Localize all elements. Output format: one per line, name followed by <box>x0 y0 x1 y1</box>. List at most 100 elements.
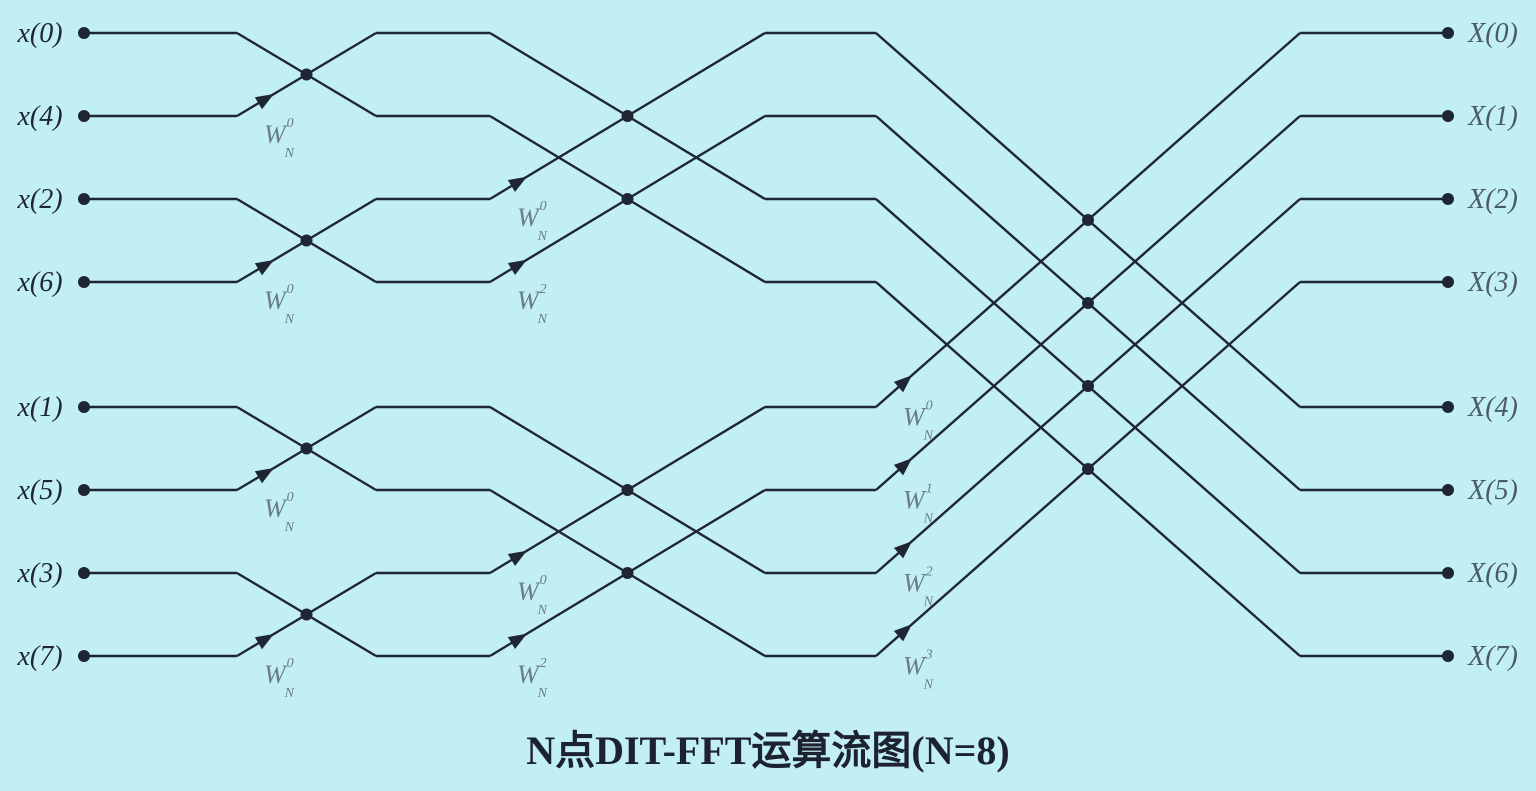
arrow-icon <box>893 375 912 393</box>
input-node <box>78 193 90 205</box>
output-node <box>1442 193 1454 205</box>
output-label: X(0) <box>1467 18 1518 49</box>
twiddle-subscript: N <box>923 429 934 444</box>
twiddle-subscript: N <box>537 229 548 244</box>
input-node <box>78 650 90 662</box>
twiddle-exponent: 0 <box>287 490 294 505</box>
twiddle-exponent: 0 <box>926 399 933 414</box>
butterfly-node <box>621 567 634 579</box>
butterfly-node <box>300 442 313 455</box>
twiddle-base: W <box>903 403 927 432</box>
input-label: x(2) <box>16 184 62 215</box>
twiddle-base: W <box>903 569 927 598</box>
butterfly-node <box>300 234 313 247</box>
butterfly-node <box>300 608 313 621</box>
twiddle-base: W <box>903 652 927 681</box>
input-node <box>78 484 90 496</box>
twiddle-subscript: N <box>284 146 295 161</box>
twiddle-subscript: N <box>537 312 548 327</box>
input-label: x(3) <box>16 558 62 589</box>
input-node <box>78 110 90 122</box>
twiddle-subscript: N <box>284 520 295 535</box>
output-node <box>1442 110 1454 122</box>
twiddle-subscript: N <box>923 595 934 610</box>
arrow-icon <box>507 176 527 193</box>
twiddle-subscript: N <box>923 512 934 527</box>
input-label: x(1) <box>16 392 62 423</box>
butterfly-node <box>1082 463 1094 475</box>
input-label: x(4) <box>16 101 62 132</box>
diagram-caption: N点DIT-FFT运算流图(N=8) <box>526 728 1010 773</box>
twiddle-base: W <box>517 577 541 606</box>
twiddle-subscript: N <box>537 686 548 701</box>
output-node <box>1442 567 1454 579</box>
arrow-icon <box>254 633 274 650</box>
butterfly-node <box>300 68 313 81</box>
arrow-icon <box>893 624 912 642</box>
butterfly-node <box>621 193 634 205</box>
twiddle-base: W <box>264 120 288 149</box>
output-node <box>1442 650 1454 662</box>
output-node <box>1442 276 1454 288</box>
twiddle-base: W <box>903 486 927 515</box>
twiddle-base: W <box>517 286 541 315</box>
input-label: x(6) <box>16 267 62 298</box>
butterfly-node <box>1082 380 1094 392</box>
twiddle-exponent: 0 <box>540 199 547 214</box>
butterfly-node <box>1082 214 1094 226</box>
arrow-icon <box>507 633 527 650</box>
output-label: X(4) <box>1467 392 1518 423</box>
arrow-icon <box>507 550 527 567</box>
input-label: x(7) <box>16 641 62 672</box>
arrow-icon <box>254 259 274 276</box>
twiddle-base: W <box>264 660 288 689</box>
input-label: x(5) <box>16 475 62 506</box>
output-label: X(1) <box>1467 101 1518 132</box>
twiddle-exponent: 2 <box>540 282 547 297</box>
output-node <box>1442 27 1454 39</box>
twiddle-exponent: 2 <box>926 565 933 580</box>
arrow-icon <box>254 467 274 484</box>
twiddle-exponent: 0 <box>287 656 294 671</box>
input-node <box>78 567 90 579</box>
twiddle-base: W <box>517 203 541 232</box>
twiddle-exponent: 3 <box>925 648 933 663</box>
output-label: X(3) <box>1467 267 1518 298</box>
twiddle-exponent: 0 <box>287 282 294 297</box>
input-node <box>78 276 90 288</box>
twiddle-exponent: 0 <box>287 116 294 131</box>
output-label: X(5) <box>1467 475 1518 506</box>
output-node <box>1442 401 1454 413</box>
twiddle-exponent: 1 <box>926 482 933 497</box>
twiddle-base: W <box>517 660 541 689</box>
input-node <box>78 401 90 413</box>
output-node <box>1442 484 1454 496</box>
input-label: x(0) <box>16 18 62 49</box>
input-node <box>78 27 90 39</box>
arrow-icon <box>254 93 274 110</box>
output-label: X(7) <box>1467 641 1518 672</box>
arrow-icon <box>893 458 912 476</box>
twiddle-subscript: N <box>284 686 295 701</box>
twiddle-subscript: N <box>537 603 548 618</box>
output-label: X(2) <box>1467 184 1518 215</box>
butterfly-node <box>621 110 634 122</box>
butterfly-node <box>1082 297 1094 309</box>
output-label: X(6) <box>1467 558 1518 589</box>
twiddle-base: W <box>264 286 288 315</box>
twiddle-exponent: 2 <box>540 656 547 671</box>
twiddle-base: W <box>264 494 288 523</box>
